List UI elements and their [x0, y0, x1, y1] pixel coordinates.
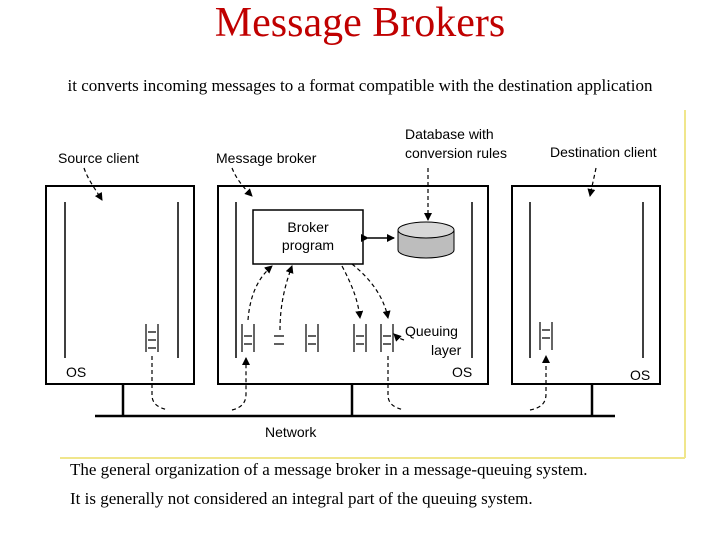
dashed-arrow-broker-to-q4 [341, 265, 364, 319]
label-destination-client: Destination client [550, 144, 657, 160]
label-message-broker: Message broker [216, 150, 317, 166]
pointer-destination-client [587, 167, 597, 197]
slide-title: Message Brokers [214, 0, 506, 46]
label-os-source: OS [66, 364, 86, 380]
dashed-network-to-destination [529, 355, 550, 411]
label-database-line1: Database with [405, 126, 494, 142]
queue-broker-2 [274, 335, 284, 345]
dashed-network-to-broker-in [231, 357, 250, 411]
broker-program-label-line2: program [282, 237, 334, 253]
label-network: Network [265, 424, 317, 440]
broker-program-label-line1: Broker [287, 219, 329, 235]
pointer-message-broker [231, 167, 253, 197]
destination-client-box [511, 185, 661, 385]
dashed-arrow-broker-to-q5 [351, 263, 391, 319]
database-icon [397, 221, 455, 259]
slide-subtitle: it converts incoming messages to a forma… [67, 76, 653, 95]
dashed-arrow-q1-to-broker [247, 265, 273, 321]
broker-program-box [252, 209, 364, 265]
pointer-queuing-layer [393, 333, 405, 342]
label-queuing-line2: layer [431, 342, 462, 358]
label-os-broker: OS [452, 364, 472, 380]
caption-line-1: The general organization of a message br… [70, 460, 588, 479]
source-client-box [45, 185, 195, 385]
label-database-line2: conversion rules [405, 145, 507, 161]
dashed-arrow-q2-to-broker [279, 265, 294, 331]
queue-source [145, 324, 159, 352]
pointer-source-client [83, 167, 103, 201]
caption-line-2: It is generally not considered an integr… [70, 489, 533, 508]
label-os-destination: OS [630, 367, 650, 383]
queue-broker-4 [353, 324, 367, 352]
label-queuing-line1: Queuing [405, 323, 458, 339]
dashed-source-to-network [151, 356, 169, 411]
queue-broker-1 [241, 324, 255, 352]
queue-broker-5 [380, 324, 394, 352]
queue-destination [539, 322, 553, 350]
label-source-client: Source client [58, 150, 139, 166]
dashed-broker-out-to-network [387, 356, 405, 411]
queue-broker-3 [305, 324, 319, 352]
